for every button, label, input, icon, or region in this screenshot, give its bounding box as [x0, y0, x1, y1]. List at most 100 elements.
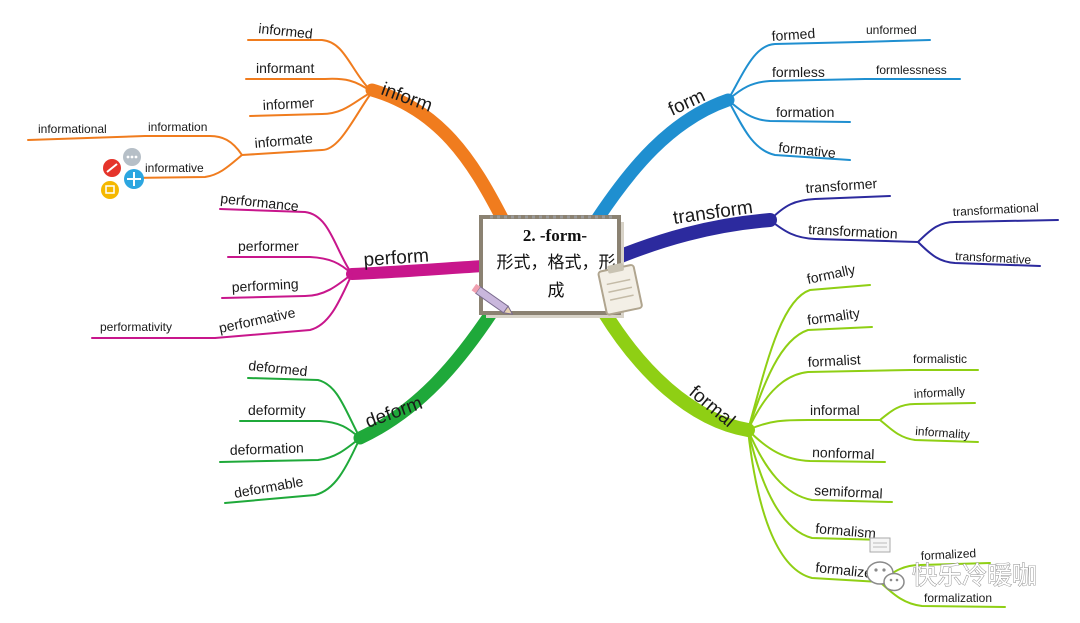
wechat-icon	[866, 561, 905, 592]
node-informational[interactable]: informational	[38, 122, 107, 136]
main-connector-transform	[609, 213, 777, 265]
node-formalist[interactable]: formalist	[807, 351, 861, 370]
connector-transformer	[769, 195, 891, 221]
node-performer[interactable]: performer	[238, 238, 299, 254]
node-information[interactable]: information	[148, 120, 207, 134]
connector-transformation	[769, 219, 919, 243]
node-informate[interactable]: informate	[254, 130, 314, 151]
node-formally[interactable]: formally	[805, 261, 856, 287]
branch-form	[591, 39, 961, 225]
connector-nonformal	[747, 429, 886, 463]
node-unformed[interactable]: unformed	[866, 23, 917, 37]
node-informed[interactable]: informed	[258, 20, 314, 42]
node-transformer[interactable]: transformer	[805, 175, 878, 196]
main-connector-deform	[353, 305, 499, 445]
watermark: 快乐冷暖咖	[866, 561, 1037, 592]
connector-performance	[219, 208, 353, 275]
node-formation[interactable]: formation	[776, 104, 834, 120]
node-formed[interactable]: formed	[771, 25, 816, 44]
node-informally[interactable]: informally	[913, 384, 965, 401]
clipboard-icon	[597, 263, 643, 316]
connector-deformation	[219, 437, 361, 463]
connector-informative	[127, 154, 243, 179]
connector-formative	[727, 99, 851, 161]
central-subtitle-line1: 形式，格式，形	[497, 253, 616, 273]
node-formalized[interactable]: formalized	[920, 546, 976, 563]
branch-label-perform[interactable]: perform	[363, 245, 430, 271]
connector-informally	[879, 402, 976, 421]
node-formless[interactable]: formless	[772, 64, 825, 80]
connector-deformed	[247, 377, 361, 439]
connector-informer	[249, 91, 373, 117]
connector-informant	[245, 77, 373, 93]
connector-performing	[221, 273, 353, 299]
connector-formless	[727, 78, 866, 101]
connector-formalist	[747, 369, 911, 431]
connector-semiformal	[747, 429, 893, 503]
connector-formally	[747, 284, 871, 431]
connector-informality	[879, 419, 979, 443]
main-connector-form	[591, 93, 735, 225]
branch-label-deform[interactable]: deform	[363, 393, 426, 433]
central-node-card	[479, 215, 621, 315]
node-semiformal[interactable]: semiformal	[814, 482, 883, 502]
delete-icon-glyph	[106, 163, 118, 173]
connector-informal	[747, 419, 881, 431]
node-formalistic[interactable]: formalistic	[913, 352, 967, 366]
branch-inform	[27, 39, 509, 225]
connector-formalism	[747, 429, 886, 541]
branch-perform	[91, 208, 490, 339]
main-connector-inform-tail	[369, 87, 423, 113]
connector-formality	[747, 326, 873, 431]
node-informer[interactable]: informer	[262, 94, 314, 113]
branch-deform	[219, 305, 499, 504]
connector-unformed	[859, 39, 931, 43]
node-formlessness[interactable]: formlessness	[876, 63, 947, 77]
node-toolbar	[101, 148, 144, 199]
main-connector-perform	[346, 260, 490, 280]
connector-informate	[241, 91, 373, 156]
pencil-icon	[471, 283, 514, 315]
connector-performer	[227, 256, 353, 275]
node-formalize[interactable]: formalize	[815, 559, 873, 581]
node-informality[interactable]: informality	[915, 424, 971, 442]
node-deformity[interactable]: deformity	[248, 402, 306, 418]
main-connector-inform	[365, 83, 509, 225]
connector-informed	[247, 39, 373, 93]
note-icon[interactable]	[101, 181, 119, 199]
node-formalism[interactable]: formalism	[815, 520, 877, 541]
central-subtitle-line2: 成	[548, 281, 565, 301]
central-title: 2. -form-	[523, 226, 588, 245]
connector-performative	[214, 273, 353, 339]
node-formality[interactable]: formality	[806, 305, 861, 328]
connector-deformity	[239, 420, 361, 439]
node-informant[interactable]: informant	[256, 60, 314, 76]
connector-formalize	[747, 429, 881, 583]
connector-transformative	[917, 241, 1041, 267]
node-transformation[interactable]: transformation	[808, 221, 898, 242]
node-deformed[interactable]: deformed	[248, 357, 309, 379]
node-informal[interactable]: informal	[810, 402, 860, 418]
central-node[interactable]: 2. -form- 形式，格式，形 成	[479, 215, 624, 318]
connector-informational	[27, 135, 146, 141]
node-transformative[interactable]: transformative	[955, 249, 1032, 267]
node-deformation[interactable]: deformation	[230, 439, 304, 458]
node-transformational[interactable]: transformational	[952, 201, 1039, 219]
connector-deformable	[224, 437, 361, 504]
branch-formal	[597, 284, 1006, 608]
node-formalization[interactable]: formalization	[924, 591, 992, 605]
node-informative[interactable]: informative	[145, 161, 204, 175]
node-nonformal[interactable]: nonformal	[812, 444, 875, 462]
connector-information	[144, 135, 243, 156]
node-formative[interactable]: formative	[778, 139, 837, 161]
connector-transformational	[917, 219, 1059, 243]
connector-formation	[727, 99, 851, 123]
watermark-text: 快乐冷暖咖	[912, 561, 1037, 590]
connector-formed	[727, 41, 861, 101]
node-performing[interactable]: performing	[231, 276, 299, 295]
node-performativity[interactable]: performativity	[100, 320, 172, 334]
main-connector-formal	[597, 305, 755, 437]
note-card-icon	[869, 537, 891, 553]
branch-transform	[609, 195, 1059, 267]
